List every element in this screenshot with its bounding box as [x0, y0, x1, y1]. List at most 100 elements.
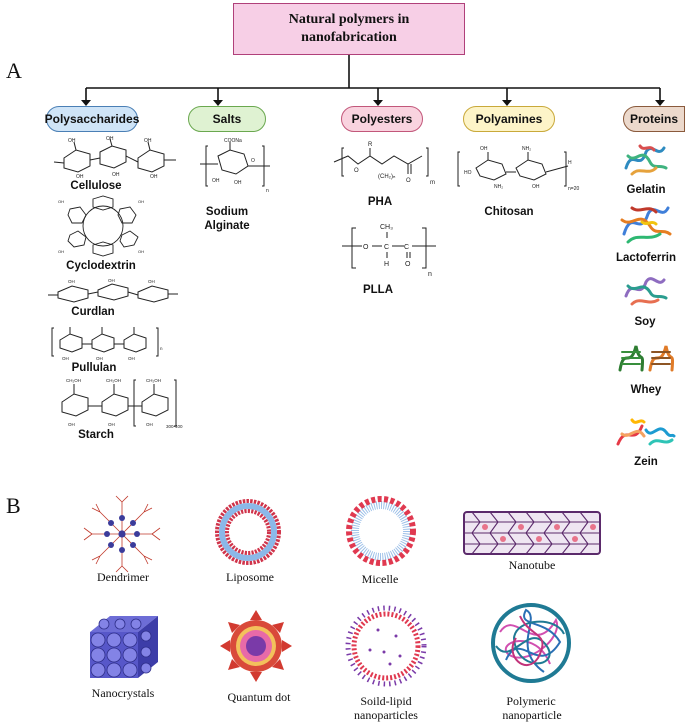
label-gelatin: Gelatin	[626, 184, 666, 196]
svg-text:OH: OH	[96, 356, 103, 361]
svg-text:C: C	[404, 244, 409, 251]
label-sodium: Sodium	[205, 206, 249, 218]
quantum-dot-icon	[220, 610, 292, 682]
chitosan-structure: HO OH NH₂ NH₂ OH H n=20	[457, 146, 579, 192]
svg-text:O: O	[405, 261, 411, 268]
svg-text:O: O	[363, 244, 369, 251]
label-alginate: Alginate	[204, 220, 250, 232]
label-zein: Zein	[634, 456, 658, 468]
solid-lipid-nanoparticles-icon	[345, 605, 427, 687]
svg-text:HO: HO	[464, 170, 472, 176]
svg-text:n: n	[428, 271, 432, 278]
pullulan-structure: OH OH OH n	[51, 327, 163, 361]
svg-text:O: O	[251, 158, 255, 164]
svg-text:CH₂OH: CH₂OH	[66, 378, 81, 383]
label-solid-lipid-1: Soild-lipid	[360, 694, 412, 708]
category-salts: Salts	[188, 106, 266, 132]
zein-protein-ribbon-icon	[616, 418, 676, 446]
lactoferrin-protein-ribbon-icon	[620, 206, 672, 244]
svg-text:OH: OH	[62, 356, 69, 361]
label-cyclodextrin: Cyclodextrin	[66, 260, 136, 272]
soy-protein-ribbon-icon	[624, 277, 668, 306]
svg-text:H: H	[568, 160, 572, 166]
svg-text:COONa: COONa	[224, 138, 242, 144]
label-micelle: Micelle	[361, 572, 399, 586]
svg-text:CH₃: CH₃	[380, 224, 393, 231]
svg-text:OH: OH	[58, 199, 64, 204]
label-nanotube: Nanotube	[508, 558, 556, 572]
label-whey: Whey	[630, 384, 662, 396]
svg-text:OH: OH	[128, 356, 135, 361]
sodium-alginate-structure: COONa OH OH O n	[200, 138, 270, 194]
svg-text:OH: OH	[138, 249, 144, 254]
label-dendrimer: Dendrimer	[97, 570, 149, 584]
svg-text:OH: OH	[532, 184, 540, 190]
svg-text:OH: OH	[234, 180, 242, 186]
label-cellulose: Cellulose	[70, 180, 122, 192]
svg-text:OH: OH	[108, 422, 115, 427]
label-liposome: Liposome	[226, 570, 274, 584]
label-curdlan: Curdlan	[71, 306, 115, 318]
label-pullulan: Pullulan	[71, 362, 117, 374]
label-soy: Soy	[634, 316, 656, 328]
svg-text:OH: OH	[212, 178, 220, 184]
dendrimer-icon	[83, 495, 161, 573]
label-quantum-dot: Quantum dot	[227, 690, 291, 704]
whey-protein-ribbon-icon	[618, 345, 674, 372]
polymeric-nanoparticle-icon	[491, 603, 571, 683]
label-chitosan: Chitosan	[484, 206, 534, 218]
svg-text:C: C	[384, 244, 389, 251]
nanocrystals-icon	[90, 616, 158, 678]
label-polymeric-1: Polymeric	[506, 694, 556, 708]
category-polyesters: Polyesters	[341, 106, 423, 132]
diagram-title: Natural polymers in nanofabrication	[233, 3, 465, 55]
svg-text:OH: OH	[146, 422, 153, 427]
label-lactoferrin: Lactoferrin	[615, 252, 677, 264]
starch-structure: CH₂OH CH₂OH CH₂OH OH OH OH 300-400	[61, 378, 183, 429]
svg-text:m: m	[430, 180, 435, 186]
plla-structure: O C C CH₃ H O n	[342, 224, 436, 278]
liposome-icon	[215, 499, 281, 565]
cellulose-structure: OH OH OH OH OH OH	[53, 136, 176, 180]
svg-text:OH: OH	[76, 174, 84, 180]
label-plla: PLLA	[362, 284, 394, 296]
svg-text:CH₂OH: CH₂OH	[146, 378, 161, 383]
curdlan-structure: OH OH OH	[48, 278, 178, 303]
svg-text:OH: OH	[144, 138, 152, 144]
gelatin-protein-ribbon-icon	[624, 144, 668, 176]
label-solid-lipid-2: nanoparticles	[354, 708, 418, 722]
svg-text:H: H	[384, 261, 389, 268]
nanotube-icon	[463, 511, 601, 555]
category-polyamines: Polyamines	[463, 106, 555, 132]
svg-text:NH₂: NH₂	[494, 184, 503, 190]
label-starch: Starch	[78, 429, 114, 441]
svg-text:OH: OH	[148, 279, 155, 284]
svg-text:OH: OH	[112, 172, 120, 178]
category-polysaccharides: Polysaccharides	[45, 106, 139, 132]
svg-text:OH: OH	[480, 146, 488, 152]
svg-text:n: n	[160, 346, 163, 351]
svg-text:OH: OH	[150, 174, 158, 180]
svg-text:n: n	[266, 188, 269, 194]
svg-text:n=20: n=20	[568, 186, 579, 192]
label-pha: PHA	[367, 196, 393, 208]
svg-text:O: O	[406, 178, 411, 184]
panel-b-letter: B	[6, 493, 21, 518]
panel-a-letter: A	[6, 58, 22, 83]
svg-text:(CH₂)ₙ: (CH₂)ₙ	[378, 174, 396, 180]
cyclodextrin-structure: OH OH OH OH	[58, 195, 144, 257]
label-polymeric-2: nanoparticle	[502, 708, 562, 722]
svg-text:OH: OH	[138, 199, 144, 204]
svg-text:CH₂OH: CH₂OH	[106, 378, 121, 383]
svg-text:O: O	[354, 168, 359, 174]
label-nanocrystals: Nanocrystals	[91, 686, 155, 700]
svg-text:300-400: 300-400	[166, 424, 183, 429]
svg-text:OH: OH	[108, 278, 115, 283]
svg-text:OH: OH	[58, 249, 64, 254]
micelle-icon	[346, 496, 416, 566]
svg-text:OH: OH	[106, 136, 114, 142]
svg-text:OH: OH	[68, 279, 75, 284]
category-proteins: Proteins	[623, 106, 685, 132]
